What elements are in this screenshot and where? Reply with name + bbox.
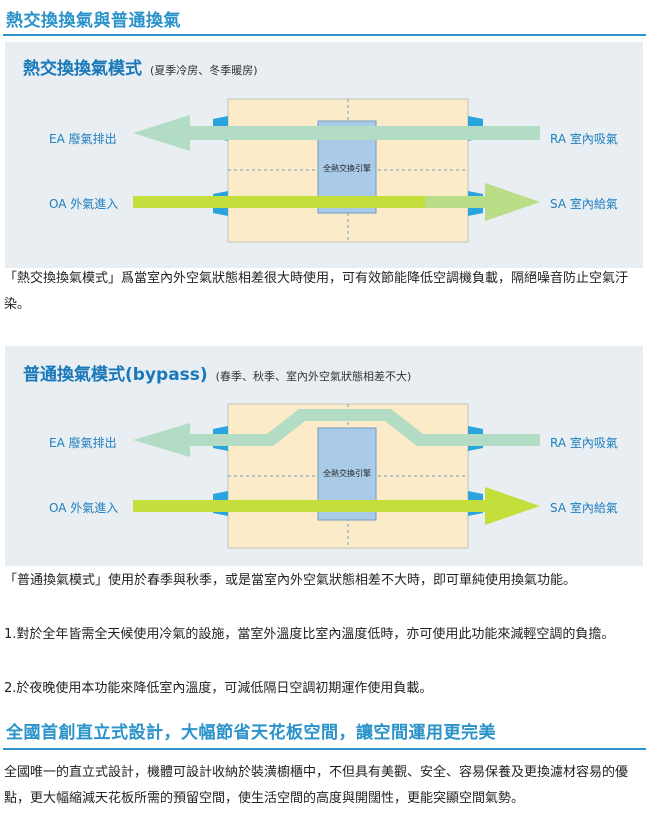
description-vertical-design: 全國唯一的直立式設計，機體可設計收納於裝潢櫥櫃中，不但具有美觀、安全、容易保養及… [4,765,629,806]
heat-exchange-diagram: 熱交換換氣模式(夏季冷房、冬季暖房) EA 廢氣排出 OA 外氣進入 RA 室內… [5,42,643,268]
section-title: 全國首創直立式設計，大幅節省天花板空間，讓空間運用更完美 [6,723,496,743]
core-label: 全熱交換引擎 [323,164,371,173]
description-bypass: 「普通換氣模式」使用於春季與秋季，或是當室內外空氣狀態相差不大時，即可單純使用換… [4,573,577,588]
oa-intake-arrow [133,183,540,221]
panel-title: 熱交換換氣模式(夏季冷房、冬季暖房) [23,59,258,79]
panel-title: 普通換氣模式(bypass)(春季、秋季、室內外空氣狀態相差不大) [23,365,412,385]
ea-label: EA 廢氣排出 [49,132,117,146]
oa-intake-arrow [133,487,540,525]
ra-label: RA 室內吸氣 [550,132,618,146]
ra-label: RA 室內吸氣 [550,436,618,450]
panel-subtitle: (春季、秋季、室內外空氣狀態相差不大) [215,370,412,383]
ea-exhaust-arrow [133,409,540,457]
section-divider [3,34,646,36]
ea-label: EA 廢氣排出 [49,436,117,450]
section-title: 熱交換換氣與普通換氣 [6,11,181,31]
core-label: 全熱交換引擎 [323,469,371,478]
bypass-diagram: 普通換氣模式(bypass)(春季、秋季、室內外空氣狀態相差不大) EA 廢氣排… [5,346,643,566]
heat-exchange-diagram-graphic [133,98,540,243]
description-bypass-point-2: 2.於夜晚使用本功能來降低室內溫度，可減低隔日空調初期運作使用負載。 [4,681,433,696]
description-heat-exchange: 「熱交換換氣模式」爲當室內外空氣狀態相差很大時使用，可有效節能降低空調機負載，隔… [4,271,629,312]
oa-label: OA 外氣進入 [49,197,119,211]
panel-subtitle: (夏季冷房、冬季暖房) [150,64,258,77]
sa-label: SA 室內給氣 [550,501,618,515]
bypass-diagram-graphic [133,403,540,549]
section-divider [3,748,646,750]
sa-label: SA 室內給氣 [550,197,618,211]
description-bypass-point-1: 1.對於全年皆需全天候使用冷氣的設施，當室外溫度比室內溫度低時，亦可使用此功能來… [4,627,615,642]
ea-exhaust-arrow [133,115,540,151]
oa-label: OA 外氣進入 [49,501,119,515]
